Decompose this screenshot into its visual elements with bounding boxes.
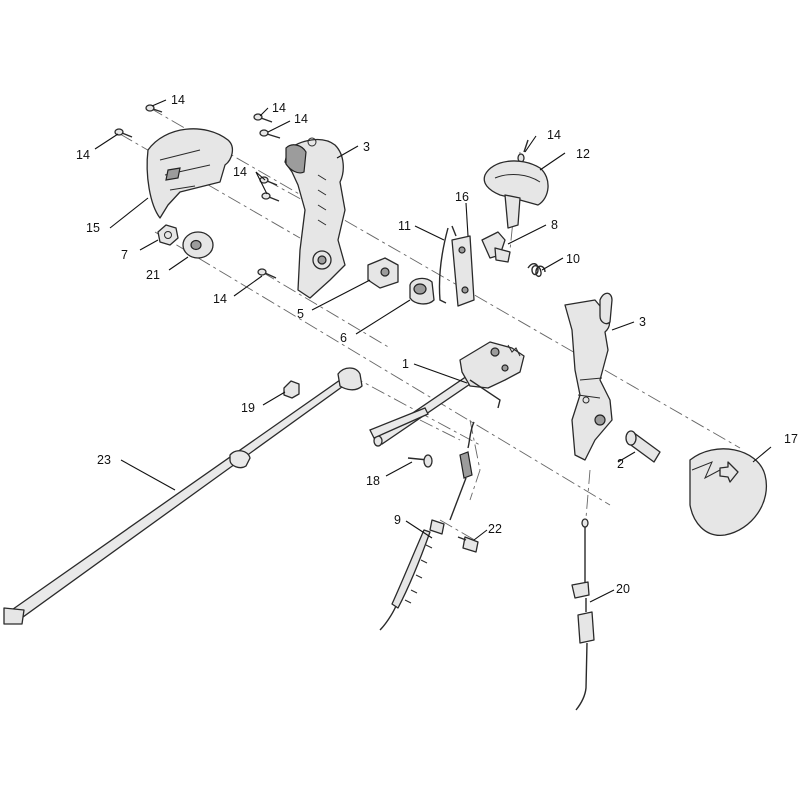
callout-14c: 14 [272,101,286,115]
trigger-8 [481,231,511,263]
callout-7: 7 [121,248,128,262]
callout-12: 12 [576,147,590,161]
washer-21 [182,231,214,259]
pin-2 [625,430,661,463]
right-handle-grip [564,292,613,461]
callout-14b: 14 [76,148,90,162]
callout-14g: 14 [547,128,561,142]
callout-15: 15 [86,221,100,235]
block-5 [367,257,399,289]
callout-14e: 14 [233,165,247,179]
callout-17: 17 [784,432,798,446]
callout-23: 23 [97,453,111,467]
top-knob-12 [483,160,549,229]
bushing-6 [409,277,435,305]
callout-11: 11 [398,219,411,233]
callout-14d: 14 [294,112,308,126]
nut-19 [283,380,300,399]
callout-5: 5 [297,307,304,321]
nut-7 [157,224,179,246]
cable-9 [379,421,475,631]
callout-1: 1 [402,357,409,371]
callout-labels: 14 14 14 14 14 14 14 15 7 21 3 5 6 11 16… [76,93,798,596]
shaft-assembly-1 [373,341,525,447]
callout-20: 20 [616,582,630,596]
callout-10: 10 [566,252,580,266]
callout-3a: 3 [363,140,370,154]
cable-20 [571,518,595,711]
left-cover-shell [146,128,234,219]
long-rod-23 [3,367,429,625]
callout-19: 19 [241,401,255,415]
callout-21: 21 [146,268,160,282]
pin-18 [407,454,433,468]
callout-14f: 14 [213,292,227,306]
callout-9: 9 [394,513,401,527]
callout-22: 22 [488,522,502,536]
callout-8: 8 [551,218,558,232]
leader-lines [94,99,772,603]
rod-11 [438,225,457,304]
plate-16 [451,235,475,307]
callout-6: 6 [340,331,347,345]
bolt-22 [457,536,479,553]
callout-16: 16 [455,190,469,204]
callout-3b: 3 [639,315,646,329]
callout-14a: 14 [171,93,185,107]
callout-2: 2 [617,457,624,471]
spring-10 [527,263,546,278]
right-cover-shell [689,448,767,536]
left-handle-grip [284,137,346,299]
callout-18: 18 [366,474,380,488]
